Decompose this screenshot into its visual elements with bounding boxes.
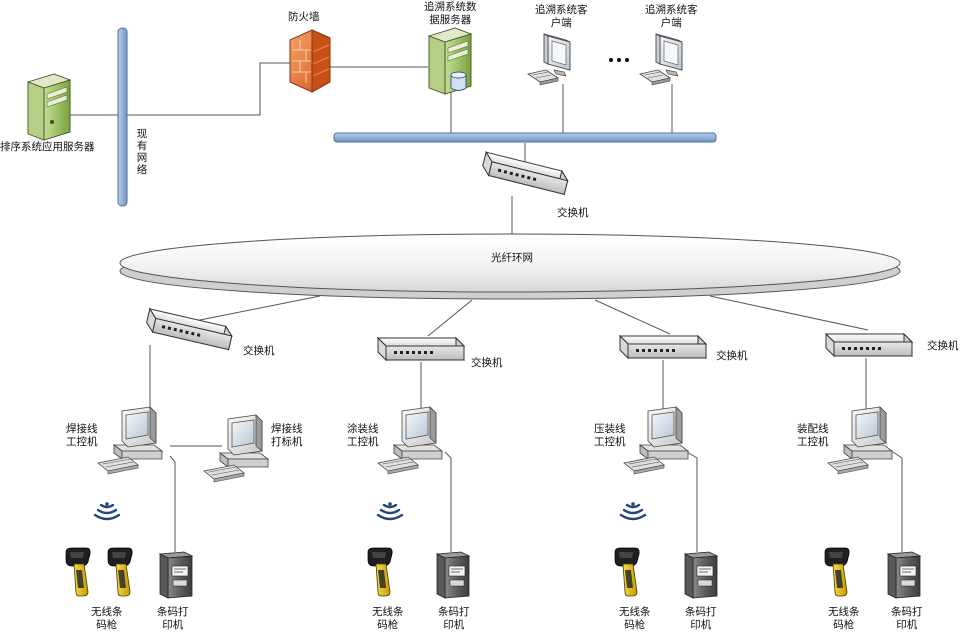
link-ring-switch-paint [427, 299, 473, 337]
label-printer-1: 条码打 印机 [157, 606, 189, 631]
app-server-icon [27, 73, 71, 141]
paint-ipc-icon [377, 406, 443, 475]
trace-system-bus-bar [333, 132, 717, 143]
existing-network-bar [117, 27, 128, 207]
wireless-icon-3 [619, 501, 647, 521]
press-ipc-icon [623, 406, 689, 475]
fiber-ring-icon [119, 233, 901, 300]
link-ring-switch-assembly [709, 295, 869, 331]
label-scanner-2: 无线条 码枪 [372, 606, 404, 631]
printer-icon-4 [887, 551, 921, 599]
label-fiber-ring: 光纤环网 [491, 252, 533, 264]
label-printer-4: 条码打 印机 [891, 606, 923, 631]
link-weld-ipc-printer [169, 455, 176, 552]
label-weld-ipc: 焊接线 工控机 [66, 423, 98, 448]
label-core-switch: 交换机 [557, 207, 589, 219]
label-scanner-1: 无线条 码枪 [91, 606, 123, 631]
label-weld-label-pc: 焊接线 打标机 [271, 423, 303, 448]
wireless-icon-1 [93, 501, 121, 521]
printer-icon-3 [684, 551, 718, 599]
label-scanner-3: 无线条 码枪 [619, 606, 651, 631]
assembly-ipc-icon [827, 406, 893, 475]
printer-icon-1 [159, 551, 193, 599]
label-existing-network: 现有网络 [136, 128, 148, 176]
printer-icon-2 [436, 551, 470, 599]
scanner-icon-2 [367, 547, 393, 597]
firewall-icon [289, 29, 331, 93]
weld-ipc-icon [97, 406, 163, 475]
label-scanner-4: 无线条 码枪 [828, 606, 860, 631]
scanner-icon-4 [824, 547, 850, 597]
label-app-server: 排序系统应用服务器 [0, 141, 95, 153]
connection-lines [70, 62, 903, 552]
label-press-ipc: 压装线 工控机 [594, 423, 626, 448]
label-switch-assembly: 交换机 [927, 340, 959, 352]
label-printer-2: 条码打 印机 [438, 606, 470, 631]
link-assembly-ipc-printer [892, 451, 903, 552]
label-switch-weld: 交换机 [243, 345, 275, 357]
database-cylinder-icon [450, 71, 467, 91]
switch-paint-icon [377, 337, 465, 361]
label-printer-3: 条码打 印机 [685, 606, 717, 631]
label-switch-press: 交换机 [716, 350, 748, 362]
scanner-icon-3 [614, 547, 640, 597]
switch-press-icon [619, 335, 707, 359]
trace-client-2-icon [639, 33, 683, 86]
switch-weld-icon [144, 308, 235, 351]
link-paint-ipc-printer [444, 451, 452, 552]
scanner-icon-1b [107, 547, 133, 597]
scanner-icon-1a [65, 547, 91, 597]
link-ring-switch-press [594, 299, 671, 335]
label-switch-paint: 交换机 [471, 357, 503, 369]
label-db-server: 追溯系统数 据服务器 [424, 1, 477, 26]
label-client-2: 追溯系统客 户端 [645, 4, 698, 29]
ellipsis-dots [609, 58, 629, 62]
link-ring-switch-weld [189, 295, 321, 323]
weld-label-pc-icon [203, 414, 269, 483]
label-client-1: 追溯系统客 户端 [535, 4, 588, 29]
link-press-ipc-printer [686, 451, 698, 552]
link-network-firewall [126, 62, 292, 116]
label-assembly-ipc: 装配线 工控机 [797, 423, 829, 448]
wireless-icon-2 [376, 501, 404, 521]
label-firewall: 防火墙 [288, 11, 320, 23]
label-paint-ipc: 涂装线 工控机 [347, 423, 379, 448]
trace-client-1-icon [527, 33, 571, 86]
switch-assembly-icon [825, 333, 913, 357]
